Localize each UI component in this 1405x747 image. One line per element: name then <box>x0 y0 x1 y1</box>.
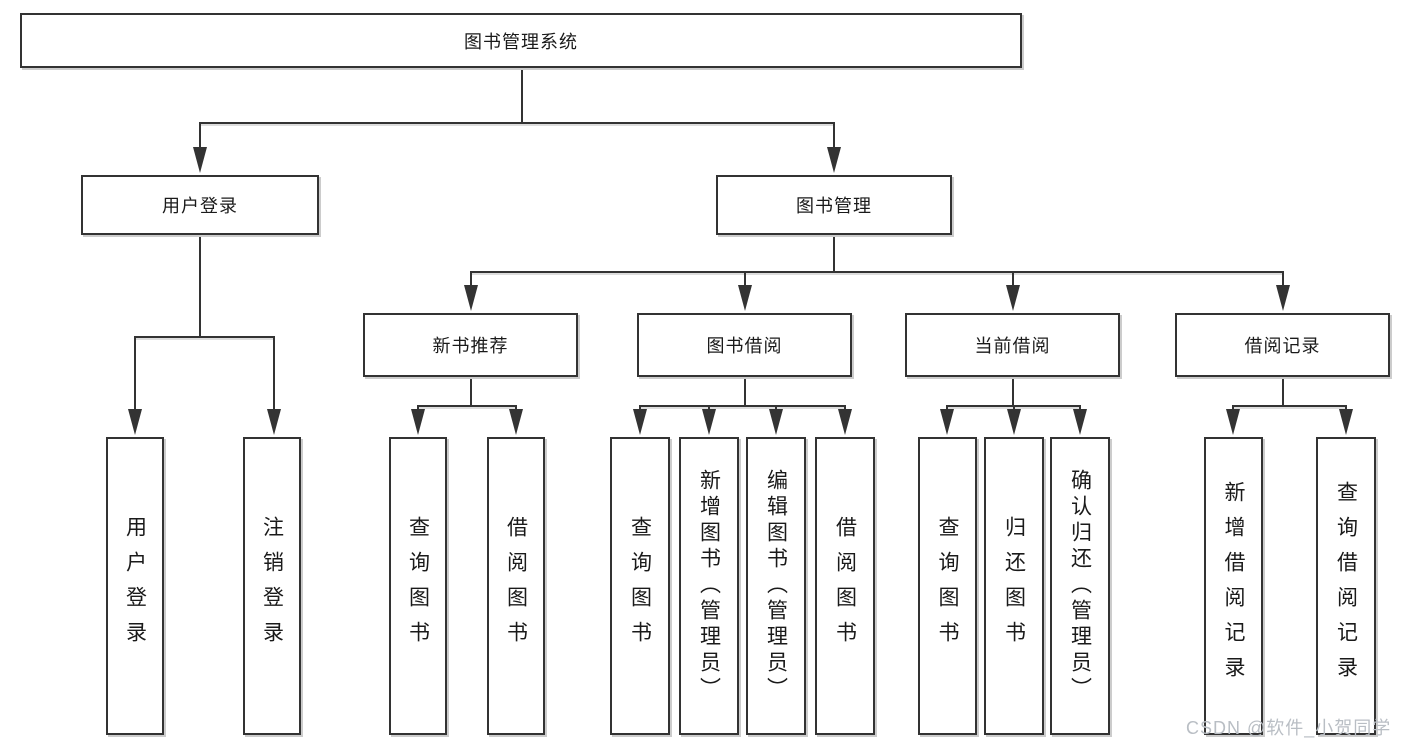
arrowhead-down-icon <box>1073 409 1087 435</box>
connector-subtree-bracket <box>639 405 846 407</box>
connector-subtree-stem <box>470 377 472 407</box>
arrowhead-down-icon <box>1226 409 1240 435</box>
arrowhead-down-icon <box>509 409 523 435</box>
node-system: 图书管理系统 <box>20 13 1022 68</box>
leaf-user-login: 用户登录 <box>106 437 164 735</box>
leaf-edit-book-admin-label: 编辑图书（管理员） <box>764 469 788 703</box>
node-user-login-label: 用户登录 <box>162 196 238 216</box>
arrowhead-down-icon <box>267 409 281 435</box>
leaf-return-book: 归还图书 <box>984 437 1044 735</box>
arrowhead-down-icon <box>1276 285 1290 311</box>
connector-subtree-stem <box>1282 377 1284 407</box>
connector-leaf-stem <box>134 336 136 412</box>
arrowhead-down-icon <box>1339 409 1353 435</box>
connector-leaf-stem <box>273 336 275 412</box>
connector-subtree-bracket <box>417 405 517 407</box>
leaf-query-books-current: 查询图书 <box>918 437 977 735</box>
connector-level2-bracket <box>199 122 835 124</box>
arrowhead-down-icon <box>128 409 142 435</box>
node-user-login: 用户登录 <box>81 175 319 235</box>
arrowhead-down-icon <box>411 409 425 435</box>
leaf-edit-book-admin: 编辑图书（管理员） <box>746 437 806 735</box>
node-new-book-recommend: 新书推荐 <box>363 313 578 377</box>
leaf-query-borrow-record-label: 查询借阅记录 <box>1334 481 1358 691</box>
leaf-add-book-admin: 新增图书（管理员） <box>679 437 739 735</box>
connector-root-stem <box>521 68 523 123</box>
leaf-add-borrow-record-label: 新增借阅记录 <box>1222 481 1245 691</box>
arrowhead-down-icon <box>464 285 478 311</box>
arrowhead-down-icon <box>940 409 954 435</box>
leaf-query-borrow-record: 查询借阅记录 <box>1316 437 1376 735</box>
arrowhead-down-icon <box>769 409 783 435</box>
leaf-borrow-books-recommend: 借阅图书 <box>487 437 545 735</box>
node-borrow-records: 借阅记录 <box>1175 313 1390 377</box>
connector-book-mgmt-stem <box>833 122 835 150</box>
leaf-logout-label: 注销登录 <box>260 516 284 656</box>
leaf-return-book-label: 归还图书 <box>1002 516 1026 656</box>
node-borrow-records-label: 借阅记录 <box>1244 336 1321 356</box>
node-book-borrow-label: 图书借阅 <box>706 336 783 356</box>
node-book-borrow: 图书借阅 <box>637 313 852 377</box>
connector-user-subtree-stem <box>199 235 201 337</box>
leaf-query-books-borrow: 查询图书 <box>610 437 670 735</box>
leaf-query-books-current-label: 查询图书 <box>936 516 959 656</box>
connector-level3-stem <box>470 271 472 287</box>
leaf-add-book-admin-label: 新增图书（管理员） <box>697 469 721 703</box>
arrowhead-down-icon <box>633 409 647 435</box>
connector-subtree-bracket <box>1232 405 1347 407</box>
leaf-query-books-recommend-label: 查询图书 <box>406 516 430 656</box>
leaf-user-login-label: 用户登录 <box>123 516 147 656</box>
leaf-borrow-books-recommend-label: 借阅图书 <box>504 516 528 656</box>
leaf-confirm-return-admin: 确认归还（管理员） <box>1050 437 1110 735</box>
arrowhead-down-icon <box>838 409 852 435</box>
csdn-watermark: CSDN @软件_小贺同学 <box>1186 718 1392 738</box>
connector-user-subtree-bracket <box>134 336 275 338</box>
arrowhead-down-icon <box>1007 409 1021 435</box>
node-current-borrow: 当前借阅 <box>905 313 1120 377</box>
node-book-management: 图书管理 <box>716 175 952 235</box>
connector-level3-bracket <box>470 271 1284 273</box>
arrowhead-down-icon <box>1006 285 1020 311</box>
leaf-add-borrow-record: 新增借阅记录 <box>1204 437 1263 735</box>
leaf-logout: 注销登录 <box>243 437 301 735</box>
connector-subtree-stem <box>744 377 746 407</box>
arrowhead-down-icon <box>738 285 752 311</box>
connector-level3-stem <box>1012 271 1014 287</box>
connector-level3-stem <box>1282 271 1284 287</box>
arrowhead-down-icon <box>193 147 207 173</box>
node-book-management-label: 图书管理 <box>796 196 872 216</box>
leaf-query-books-recommend: 查询图书 <box>389 437 447 735</box>
connector-book-mgmt-down-stem <box>833 235 835 273</box>
node-new-book-recommend-label: 新书推荐 <box>432 336 509 356</box>
connector-user-login-stem <box>199 122 201 150</box>
node-current-borrow-label: 当前借阅 <box>974 336 1051 356</box>
arrowhead-down-icon <box>827 147 841 173</box>
leaf-query-books-borrow-label: 查询图书 <box>628 516 652 656</box>
connector-level3-stem <box>744 271 746 287</box>
leaf-borrow-books-label: 借阅图书 <box>833 516 857 656</box>
leaf-borrow-books: 借阅图书 <box>815 437 875 735</box>
connector-subtree-stem <box>1012 377 1014 407</box>
leaf-confirm-return-admin-label: 确认归还（管理员） <box>1068 469 1092 703</box>
node-system-label: 图书管理系统 <box>464 31 578 52</box>
arrowhead-down-icon <box>702 409 716 435</box>
